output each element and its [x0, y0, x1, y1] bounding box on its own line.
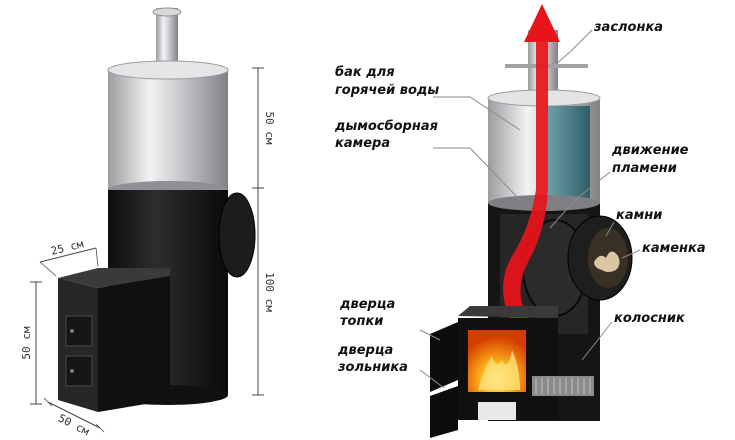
water-tank-top — [107, 60, 229, 80]
firebox-door-handle — [70, 329, 74, 333]
firebox-door-open — [430, 322, 458, 392]
dim-body-height-label: 100 см — [263, 272, 276, 312]
ash-door-open — [430, 386, 458, 438]
grate — [532, 376, 594, 396]
label-tank-line1: бак для — [335, 65, 395, 80]
ash-pit — [478, 402, 516, 420]
label-grate: колосник — [614, 311, 686, 326]
dim-firebox-depth: 25 см — [39, 237, 99, 277]
dim-firebox-height: 50 см — [20, 281, 42, 405]
label-flame-line2: пламени — [612, 161, 677, 176]
dim-firebox-height-label: 50 см — [20, 326, 33, 359]
label-heater: каменка — [642, 241, 706, 256]
dim-tank-height-label: 50 см — [263, 111, 276, 144]
up-arrow-icon — [524, 4, 560, 42]
water-tank — [108, 70, 228, 190]
label-damper: заслонка — [593, 20, 663, 35]
stones — [594, 251, 620, 272]
ash-door — [65, 355, 93, 387]
label-smoke-chamber-line1: дымосборная — [334, 119, 438, 134]
dim-tank-height: 50 см — [252, 67, 276, 189]
label-ash-door-line1: дверца — [337, 343, 393, 358]
flame-path — [503, 40, 548, 360]
firebox-top — [58, 268, 170, 288]
tank-water-section — [548, 106, 590, 198]
label-firebox-door-line1: дверца — [339, 297, 395, 312]
label-ash-door-line2: зольника — [337, 360, 408, 375]
label-stones: камни — [616, 208, 662, 223]
right-cutaway-view: заслонка бак для горячей воды дымосборна… — [334, 4, 706, 438]
chimney-cap — [152, 7, 182, 17]
label-flame-line1: движение — [611, 143, 689, 158]
label-firebox-door-line2: топки — [340, 314, 383, 329]
fire-flame-shape — [478, 350, 520, 390]
dim-firebox-width-label: 50 см — [56, 412, 92, 439]
firebox-door — [65, 315, 93, 347]
left-stove-view: 50 см 100 см 25 см 50 см 50 см — [20, 7, 276, 439]
label-tank-line2: горячей воды — [335, 83, 439, 98]
leader-lines — [419, 29, 641, 389]
ash-door-handle — [70, 369, 74, 373]
side-heater-drum — [218, 192, 256, 278]
grate-bars — [535, 378, 591, 394]
cutaway-firebox-top — [458, 306, 558, 318]
dim-body-height: 100 см — [252, 188, 276, 396]
firebox-side — [98, 276, 170, 412]
chimney-pipe — [156, 8, 178, 73]
label-smoke-chamber-line2: камера — [335, 136, 390, 151]
